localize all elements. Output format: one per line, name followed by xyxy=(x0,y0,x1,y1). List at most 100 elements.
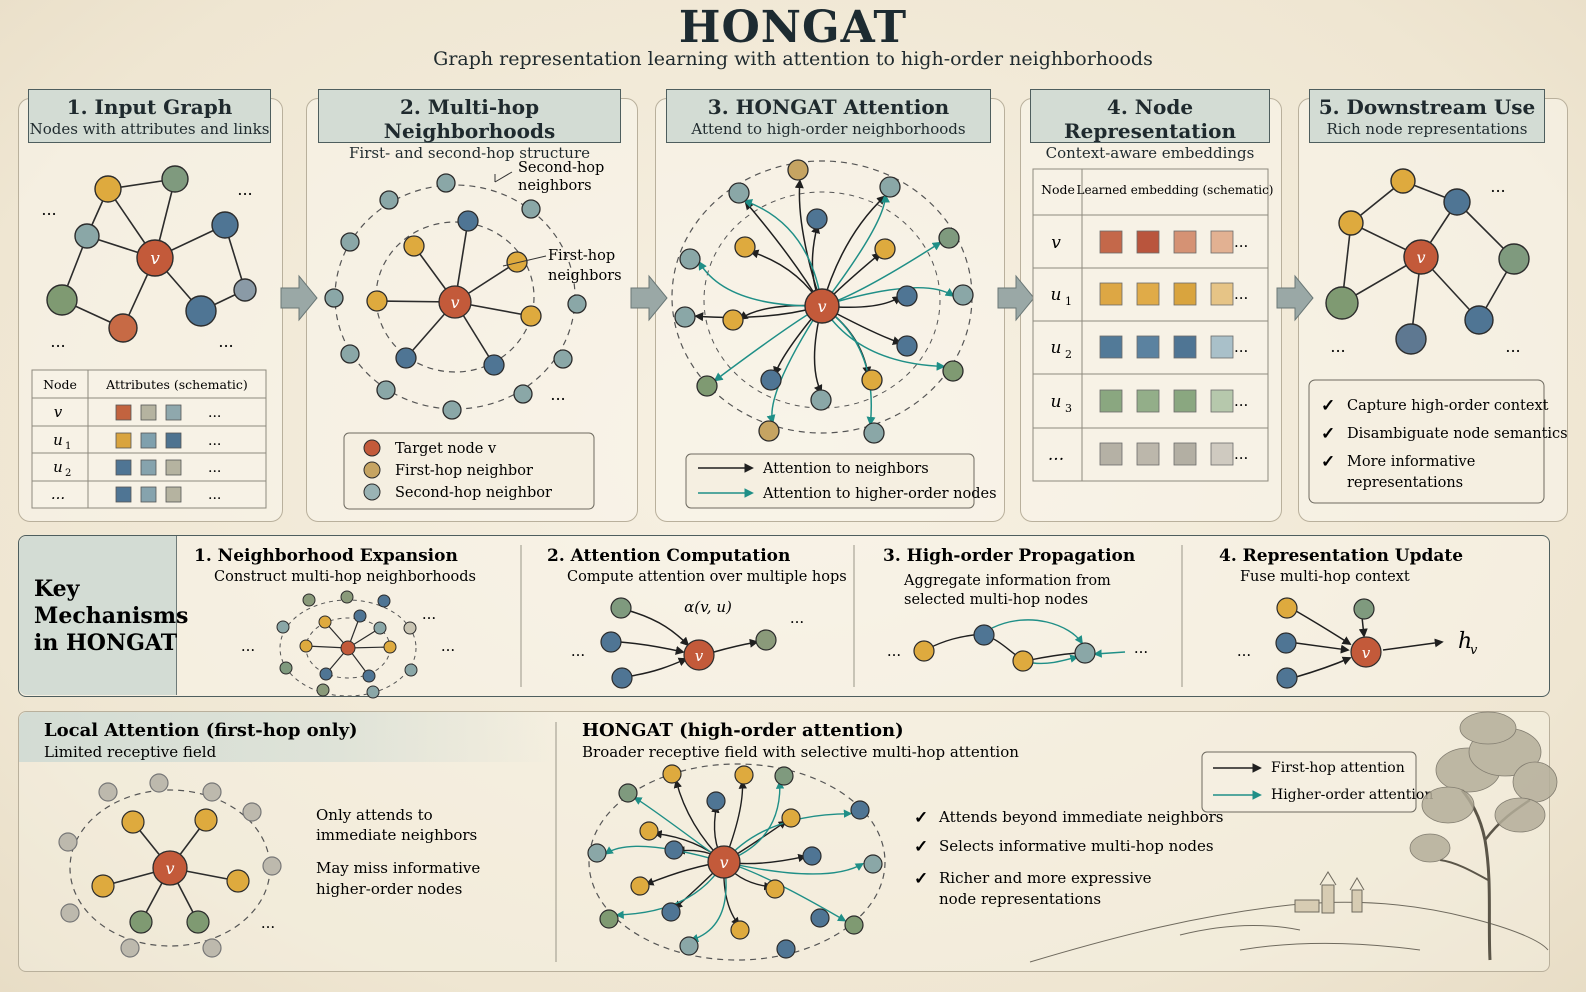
graph-node xyxy=(810,389,832,411)
target-node-label: v xyxy=(450,293,459,312)
table-header-node: Node xyxy=(43,377,77,392)
graph-node xyxy=(938,227,960,249)
graph-node xyxy=(758,420,780,442)
graph-node xyxy=(896,335,918,357)
graph-node xyxy=(806,208,828,230)
embedding-swatch xyxy=(1099,389,1123,413)
attribute-swatch xyxy=(115,404,132,421)
target-node-label: v xyxy=(817,297,826,316)
graph-node xyxy=(319,667,333,681)
embedding-swatch xyxy=(1173,230,1197,254)
embedding-header-embedding: Learned embedding (schematic) xyxy=(1077,183,1274,197)
ellipsis: ... xyxy=(41,200,56,219)
legend-target-node: Target node v xyxy=(395,441,497,457)
mechanisms-heading: Key xyxy=(34,576,81,602)
graph-node xyxy=(874,238,896,260)
graph-node xyxy=(299,639,313,653)
check-icon: ✓ xyxy=(914,837,928,857)
embedding-swatch xyxy=(1210,335,1234,359)
graph-node xyxy=(353,609,367,623)
attention-edge xyxy=(794,179,823,307)
ellipsis: ... xyxy=(208,405,221,421)
mechanism-desc: selected multi-hop nodes xyxy=(904,592,1088,608)
benefit-text: More informative xyxy=(1347,454,1475,470)
table-row-node: ... xyxy=(51,485,65,503)
graph-node xyxy=(765,879,785,899)
embedding-swatch xyxy=(1136,389,1160,413)
graph-node xyxy=(340,590,354,604)
graph-node xyxy=(661,902,681,922)
graph-node xyxy=(404,663,418,677)
attribute-swatch xyxy=(165,404,182,421)
panel-subtitle-text: First- and second-hop structure xyxy=(348,144,590,162)
ellipsis: ... xyxy=(1237,642,1251,660)
embedding-row-node-subscript: 2 xyxy=(1065,348,1072,361)
graph-node xyxy=(706,791,726,811)
graph-node xyxy=(728,182,750,204)
benefit-text: representations xyxy=(1347,475,1463,491)
graph-node xyxy=(734,236,756,258)
graph-node xyxy=(810,908,830,928)
hongat-point: Richer and more expressive xyxy=(939,869,1152,887)
graph-node xyxy=(662,764,682,784)
graph-node xyxy=(403,621,417,635)
first-hop-label: First-hop xyxy=(548,248,615,264)
high-order-attention-edge xyxy=(698,260,823,307)
mechanisms-heading: in HONGAT xyxy=(34,630,178,656)
embedding-swatch xyxy=(1099,230,1123,254)
local-subtitle: Limited receptive field xyxy=(44,743,217,761)
legend-attention-higher: Attention to higher-order nodes xyxy=(762,486,997,502)
high-order-attention-edge xyxy=(633,796,725,863)
mechanisms-heading-box xyxy=(19,536,177,695)
graph-node xyxy=(58,832,78,852)
target-node-label: v xyxy=(719,853,728,872)
attribute-swatch xyxy=(165,459,182,476)
multihop-legend xyxy=(343,432,595,510)
hongat-subtitle: Broader receptive field with selective m… xyxy=(582,743,1019,761)
benefit-text: Disambiguate node semantics xyxy=(1347,426,1568,442)
output-embedding-subscript: v xyxy=(1470,643,1478,658)
ellipsis: ... xyxy=(1234,338,1248,356)
graph-node xyxy=(774,766,794,786)
graph-node xyxy=(618,783,638,803)
local-title: Local Attention (first-hop only) xyxy=(44,720,358,741)
hongat-point: node representations xyxy=(939,890,1101,908)
legend-first-hop: First-hop neighbor xyxy=(395,463,533,479)
panel-title-text: 4. Node Representation xyxy=(1063,95,1237,143)
graph-node xyxy=(942,360,964,382)
graph-node xyxy=(98,782,118,802)
panel-title-text: 1. Input Graph xyxy=(66,95,233,119)
graph-node xyxy=(696,375,718,397)
ellipsis: ... xyxy=(887,642,901,660)
graph-node xyxy=(844,915,864,935)
graph-node xyxy=(863,854,883,874)
graph-node xyxy=(679,248,701,270)
embedding-swatch xyxy=(1136,282,1160,306)
ellipsis: ... xyxy=(261,914,275,932)
embedding-swatch xyxy=(1173,282,1197,306)
graph-node xyxy=(630,876,650,896)
high-order-attention-edge xyxy=(604,845,725,863)
landscape-illustration xyxy=(1029,789,1549,963)
graph-node xyxy=(373,621,387,635)
attribute-swatch xyxy=(115,486,132,503)
mechanisms-band xyxy=(18,535,1550,697)
target-node-label: v xyxy=(150,249,160,269)
check-icon: ✓ xyxy=(1321,424,1335,444)
graph-node xyxy=(781,808,801,828)
check-icon: ✓ xyxy=(1321,452,1335,472)
graph-node xyxy=(362,669,376,683)
mechanism-title: 2. Attention Computation xyxy=(547,546,790,566)
graph-node xyxy=(734,765,754,785)
graph-node xyxy=(587,843,607,863)
ellipsis: ... xyxy=(1134,639,1148,657)
embedding-row-node: ... xyxy=(1048,445,1064,465)
embedding-swatch xyxy=(1210,230,1234,254)
embedding-swatch xyxy=(1173,335,1197,359)
ellipsis: ... xyxy=(208,487,221,503)
graph-node xyxy=(952,284,974,306)
ellipsis: ... xyxy=(237,180,252,199)
